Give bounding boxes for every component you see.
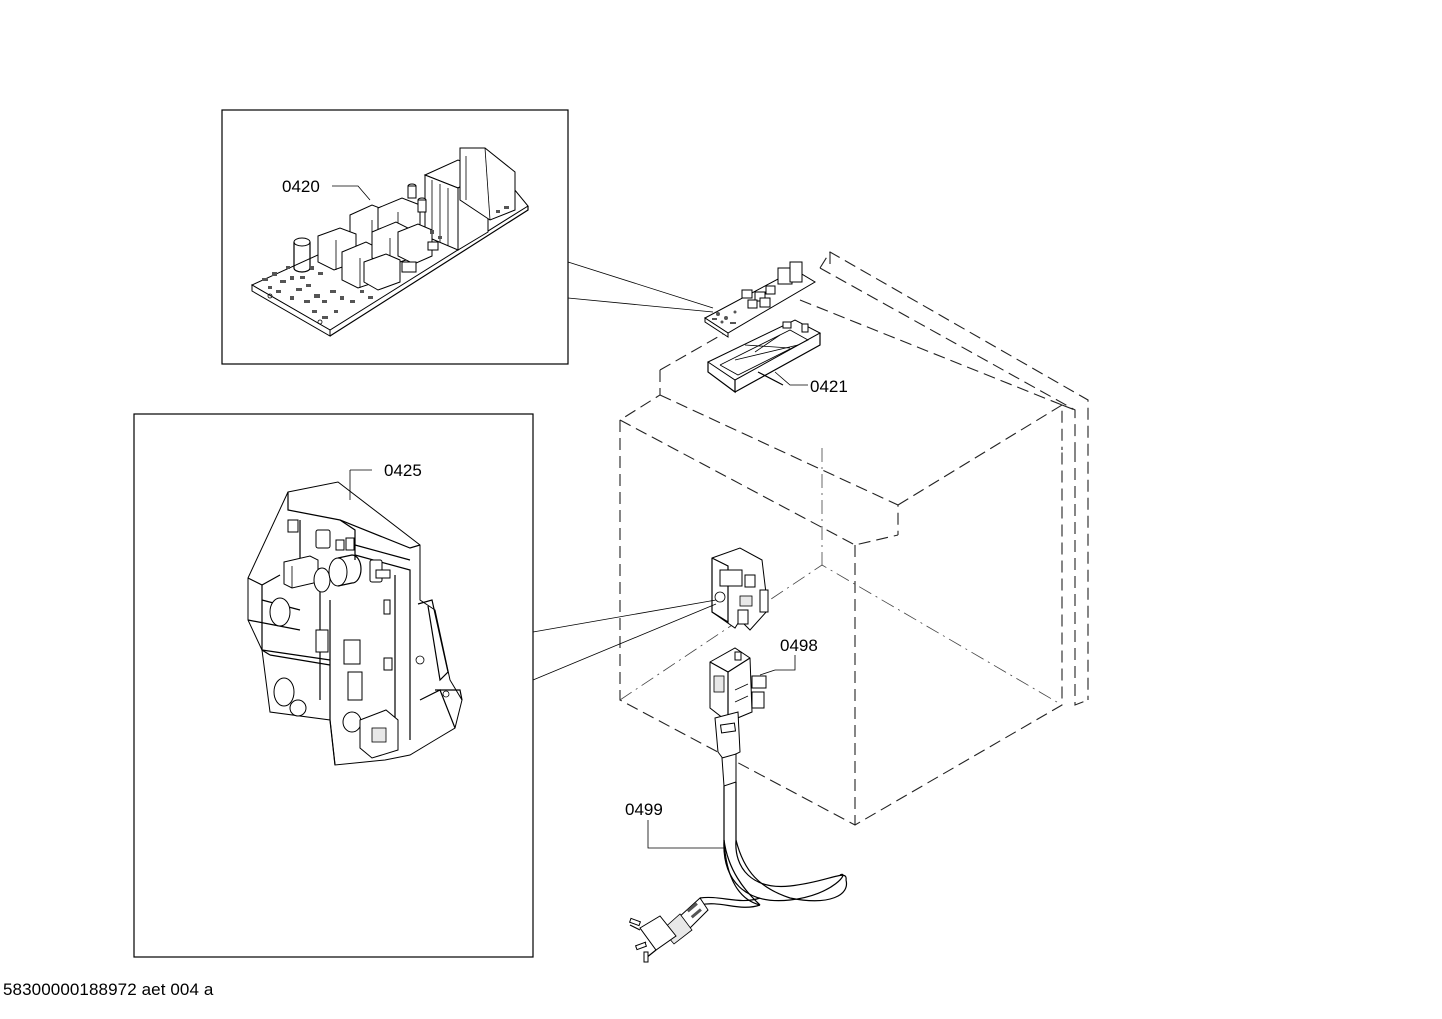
power-board-detail[interactable] [250,147,529,337]
detail-box-power-board [221,109,569,365]
power-board-small[interactable] [704,261,816,338]
label-0499: 0499 [625,800,663,819]
leader-lines [332,185,808,849]
power-cord[interactable] [628,711,848,963]
detail-box-mains-filter [133,413,534,958]
mains-connector[interactable] [709,647,767,723]
label-0421: 0421 [810,377,848,396]
mains-filter-detail[interactable] [247,481,463,766]
label-0420: 0420 [282,177,320,196]
oven-housing-outline [619,251,1089,826]
mains-filter-small[interactable] [711,547,769,631]
drawing-number: 58300000188972 aet 004 a [3,980,214,999]
label-0425: 0425 [384,461,422,480]
board-holder[interactable] [706,319,822,394]
label-0498: 0498 [780,636,818,655]
